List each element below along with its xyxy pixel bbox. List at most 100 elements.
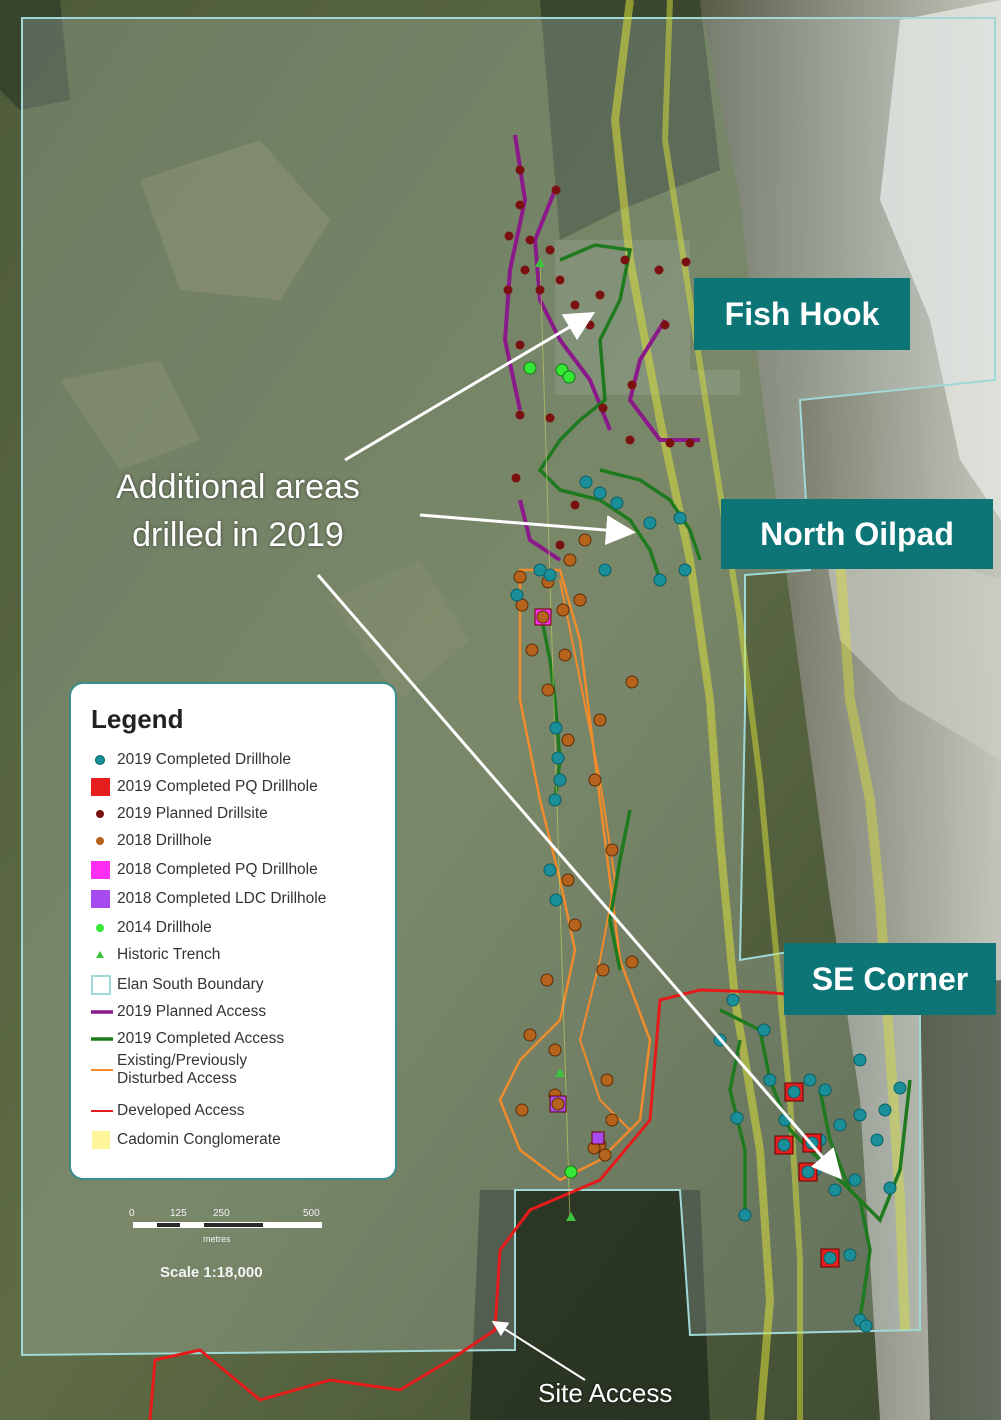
drillsite-planned-2019 [625,435,635,445]
drillhole-2019 [653,573,667,587]
drillhole-2019 [593,486,607,500]
drillsite-planned-2019 [515,200,525,210]
forest-patch [0,0,70,110]
drillsite-planned-2019 [515,410,525,420]
drillhole-2019 [543,568,557,582]
drillhole-2018 [551,1097,565,1111]
drillsite-planned-2019 [570,500,580,510]
legend-item: Historic Trench [89,943,389,967]
legend-label: 2019 Planned Access [117,1003,267,1020]
drillsite-planned-2019 [555,275,565,285]
drillhole-2018 [536,610,550,624]
drillhole-2018 [578,533,592,547]
legend-label: Elan South Boundary [117,976,264,993]
legend-label: 2019 Completed Drillhole [117,751,292,768]
drillhole-2019 [848,1173,862,1187]
scale-tick-250: 250 [213,1208,230,1219]
legend-label: 2019 Completed PQ Drillhole [117,778,318,795]
light-clearing [140,140,330,300]
drillhole-2019 [883,1181,897,1195]
legend-item: Cadomin Conglomerate [89,1128,389,1152]
legend-item: 2014 Drillhole [89,916,389,940]
legend-item: 2018 Drillhole [89,829,389,853]
light-clearing [330,560,470,700]
drillhole-2018 [625,675,639,689]
legend-label: Developed Access [117,1102,245,1119]
drillhole-2019 [579,475,593,489]
planned-access-road [532,189,612,431]
callout-se-corner: SE Corner [784,943,996,1015]
legend-item: 2019 Completed Drillhole [89,748,389,772]
drillhole-2018 [541,683,555,697]
drillhole-2019 [549,721,563,735]
drillhole-2019 [763,1073,777,1087]
drillhole-2018 [513,570,527,584]
drillhole-2019 [757,1023,771,1037]
drillhole-2019 [598,563,612,577]
legend-symbol-fill [91,1130,113,1150]
legend-symbol-line [91,1002,113,1022]
drillhole-2019 [678,563,692,577]
mountain-snow [880,0,1001,520]
drillsite-planned-2019 [627,380,637,390]
light-clearing [60,360,200,470]
drillhole-2014 [523,361,537,375]
completed-access-road [599,468,702,561]
cadomin-band [610,0,775,1420]
drillhole-2018 [598,1148,612,1162]
scale-tick-125: 125 [170,1208,187,1219]
ldc-drillhole-2018 [591,1131,605,1145]
drillhole-2019 [548,793,562,807]
legend-item: 2019 Completed Access [89,1027,389,1051]
legend-label: 2018 Drillhole [117,832,212,849]
drillhole-2019 [551,751,565,765]
historic-trench [566,1212,576,1221]
drillhole-2019 [803,1073,817,1087]
drillhole-2018 [600,1073,614,1087]
drillhole-2018 [605,843,619,857]
legend-symbol-line [91,1029,113,1049]
forest-patch [540,0,720,240]
legend-label: Existing/Previously Disturbed Access [117,1052,248,1087]
drillhole-2019 [859,1319,873,1333]
legend-item: 2019 Planned Access [89,1000,389,1024]
drillhole-2019 [730,1111,744,1125]
drillsite-planned-2019 [515,340,525,350]
legend-item: 2019 Completed PQ Drillhole [89,775,389,799]
forest-patch [470,1190,710,1420]
drillsite-planned-2019 [504,231,514,241]
drillhole-2019 [673,511,687,525]
drillhole-2019 [610,496,624,510]
drillsite-planned-2019 [598,403,608,413]
drillhole-2018 [561,873,575,887]
drillhole-2018 [605,1113,619,1127]
existing-access-road [559,579,631,1131]
legend-item: Developed Access [89,1099,389,1123]
site-access-arrow [491,1320,586,1381]
drillhole-2019 [853,1053,867,1067]
scale-ratio: Scale 1:18,000 [160,1264,263,1281]
drillhole-2019 [833,1118,847,1132]
drillhole-2018 [548,1043,562,1057]
forest-patch [920,980,1001,1420]
drillsite-planned-2019 [525,235,535,245]
drillsite-planned-2019 [654,265,664,275]
drillhole-2019 [853,1108,867,1122]
legend-symbol-dot [91,831,113,851]
legend-item: Elan South Boundary [89,973,389,997]
drillhole-2018 [556,603,570,617]
drillhole-2019 [828,1183,842,1197]
drillhole-2019 [843,1248,857,1262]
drillhole-2018 [625,955,639,969]
drillsite-planned-2019 [665,438,675,448]
drillhole-2014 [562,370,576,384]
annotation-line-2: drilled in 2019 [132,516,344,554]
legend-item: Existing/Previously Disturbed Access [89,1052,389,1087]
drillhole-2019 [818,1083,832,1097]
drillhole-2019 [738,1208,752,1222]
drillhole-2019 [510,588,524,602]
drillsite-planned-2019 [660,320,670,330]
